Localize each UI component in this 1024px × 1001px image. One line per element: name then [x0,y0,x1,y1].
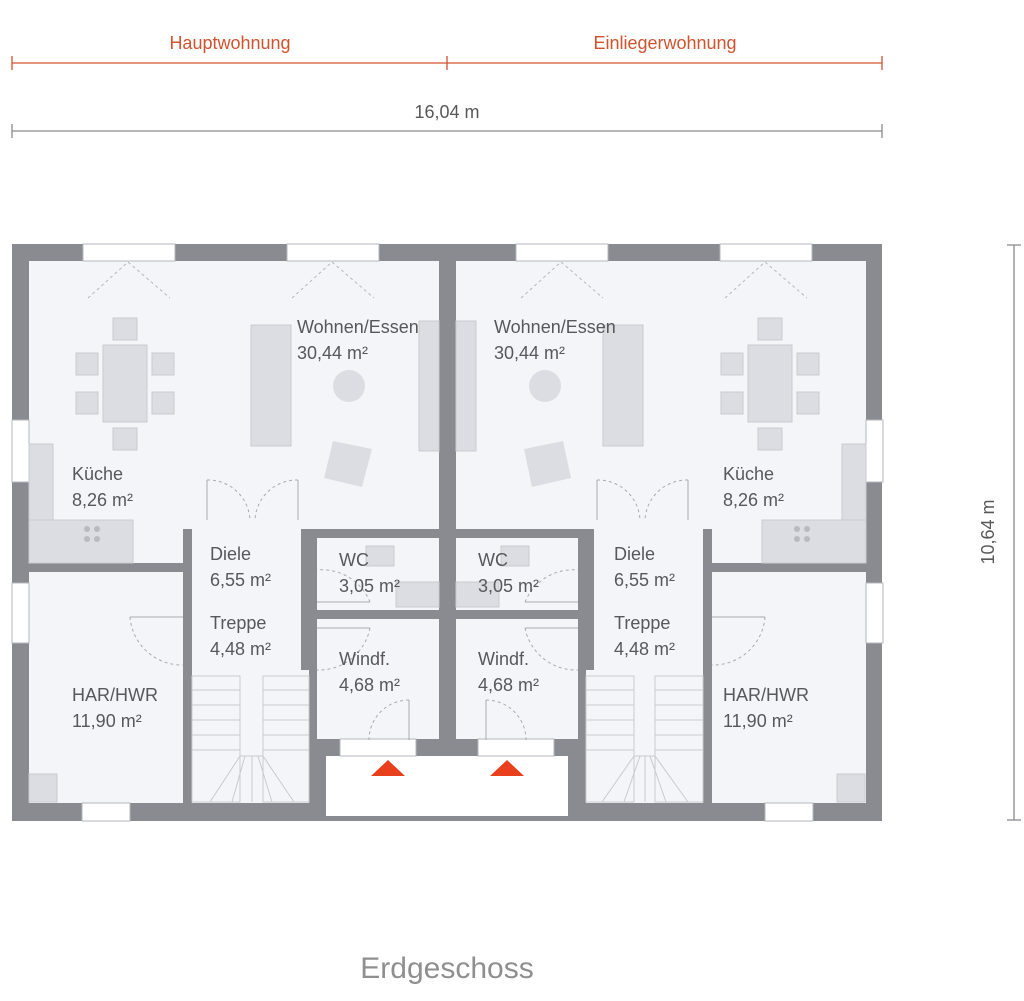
room-name-har-right: HAR/HWR [723,685,809,705]
room-area-diele-right: 6,55 m² [614,570,675,590]
room-name-treppe-left: Treppe [210,613,266,633]
door-swings [129,479,766,741]
window-swings [87,261,808,299]
room-area-wc-left: 3,05 m² [339,576,400,596]
room-area-kueche-right: 8,26 m² [723,490,784,510]
room-name-wc-right: WC [478,550,508,570]
room-name-diele-left: Diele [210,544,251,564]
room-area-har-right: 11,90 m² [723,711,793,731]
room-name-kueche-right: Küche [723,464,774,484]
room-area-kueche-left: 8,26 m² [72,490,133,510]
room-name-kueche-left: Küche [72,464,123,484]
room-area-wc-right: 3,05 m² [478,576,539,596]
room-name-wohnen-right: Wohnen/Essen [494,317,616,337]
furniture [28,317,867,803]
section-dimension-line [11,56,883,70]
room-area-windf-right: 4,68 m² [478,675,539,695]
section-label-hauptwohnung: Hauptwohnung [169,33,290,53]
stairs-right [585,675,704,803]
width-dimension-label: 16,04 m [414,102,479,122]
room-name-wc-left: WC [339,550,369,570]
room-area-wohnen-left: 30,44 m² [297,343,368,363]
cooktops [84,526,810,542]
room-area-har-left: 11,90 m² [72,711,142,731]
room-name-wohnen-left: Wohnen/Essen [297,317,419,337]
coffee-tables [324,370,571,487]
room-area-treppe-right: 4,48 m² [614,639,675,659]
room-name-har-left: HAR/HWR [72,685,158,705]
stairs-left [191,675,310,803]
entrance-arrow-left [371,760,405,776]
room-name-diele-right: Diele [614,544,655,564]
room-area-treppe-left: 4,48 m² [210,639,271,659]
depth-dimension-line [1007,244,1021,821]
entrance-porch [326,756,568,816]
windows [11,243,884,822]
floor-caption: Erdgeschoss [360,952,533,985]
room-name-treppe-right: Treppe [614,613,670,633]
room-area-diele-left: 6,55 m² [210,570,271,590]
room-name-windf-left: Windf. [339,649,390,669]
room-area-wohnen-right: 30,44 m² [494,343,565,363]
room-area-windf-left: 4,68 m² [339,675,400,695]
depth-dimension-label: 10,64 m [978,499,998,564]
width-dimension-line [11,124,883,138]
entrance-arrow-right [490,760,524,776]
section-label-einliegerwohnung: Einliegerwohnung [593,33,736,53]
room-name-windf-right: Windf. [478,649,529,669]
